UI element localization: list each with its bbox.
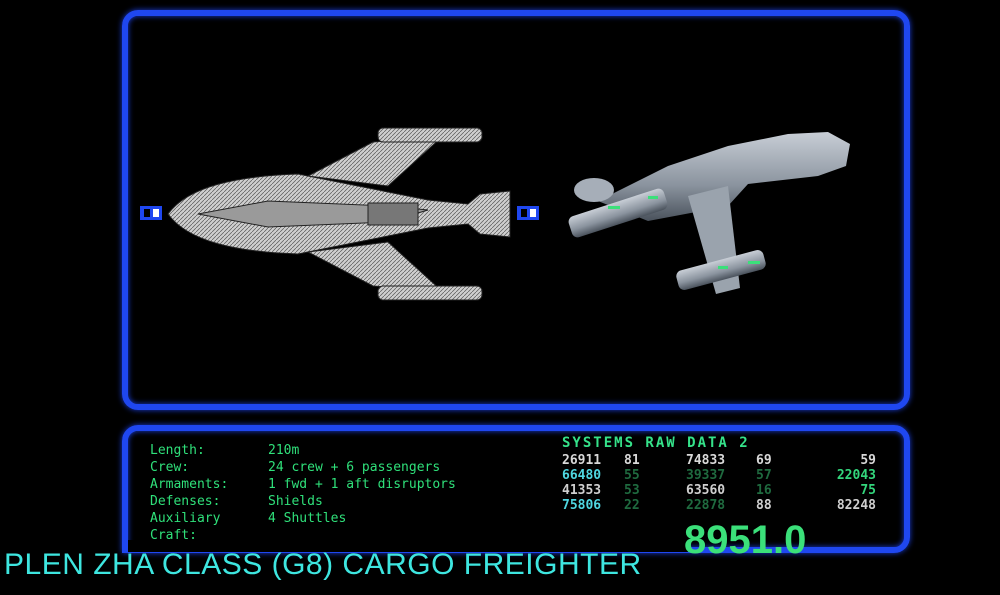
ship-render-3d-view [568,132,850,294]
spec-row-crew: Crew: 24 crew + 6 passengers [150,459,456,476]
viewer-frame [122,10,910,410]
raw-data-cell: 75806 [562,498,602,513]
raw-data-cell: 41353 [562,483,602,498]
raw-data-cell: 22878 [686,498,726,513]
raw-data-cell: 81 [624,453,640,468]
ship-viewer [140,127,850,301]
spec-value: 4 Shuttles [268,511,347,526]
spec-label: Armaments: [150,477,229,492]
raw-data-cell: 16 [756,483,772,498]
raw-data-cell: 69 [756,453,772,468]
spec-row-length: Length: 210m [150,442,456,459]
raw-data-cell: 57 [756,468,772,483]
spec-row-armaments: Armaments: 1 fwd + 1 aft disruptors [150,476,456,493]
frame-gap [128,540,688,552]
raw-data-cell: 63560 [686,483,726,498]
scale-marker-left [140,206,162,220]
raw-data-cell: 55 [624,468,640,483]
spec-label: Length: [150,443,205,458]
registry-number: 8951.0 [684,518,807,562]
spec-row-defenses: Defenses: Shields [150,493,456,510]
spec-label: Crew: [150,460,190,475]
raw-data-row: 41353 53 63560 16 75 [562,483,876,498]
raw-data-row: 75806 22 22878 88 82248 [562,498,876,513]
raw-data-cell: 53 [624,483,640,498]
spec-label: Auxiliary Craft: [150,511,221,543]
raw-data-cell: 88 [756,498,772,513]
ship-schematic-top-view [167,127,511,301]
raw-data-cell: 22043 [836,468,876,483]
raw-data-row: 66480 55 39337 57 22043 [562,468,876,483]
spec-value: 24 crew + 6 passengers [268,460,441,475]
spec-value: 1 fwd + 1 aft disruptors [268,477,456,492]
raw-data-cell: 75 [860,483,876,498]
raw-data-cell: 66480 [562,468,602,483]
spec-row-aux-craft: Auxiliary Craft: 4 Shuttles [150,510,456,544]
raw-data-cell: 74833 [686,453,726,468]
raw-data-row: 26911 81 74833 69 59 [562,453,876,468]
spec-value: 210m [268,443,300,458]
raw-data-cell: 59 [860,453,876,468]
raw-data-title: SYSTEMS RAW DATA 2 [562,435,750,451]
scale-marker-right [517,206,539,220]
raw-data-grid: 26911 81 74833 69 59 66480 55 39337 57 2… [562,453,876,513]
raw-data-cell: 26911 [562,453,602,468]
raw-data-cell: 22 [624,498,640,513]
raw-data-cell: 39337 [686,468,726,483]
ship-class-title: PLEN ZHA CLASS (G8) CARGO FREIGHTER [4,548,642,581]
spec-list: Length:210m Crew:24 crew + 6 passengers … [150,442,456,544]
raw-data-cell: 82248 [836,498,876,513]
spec-value: Shields [268,494,323,509]
spec-label: Defenses: [150,494,221,509]
